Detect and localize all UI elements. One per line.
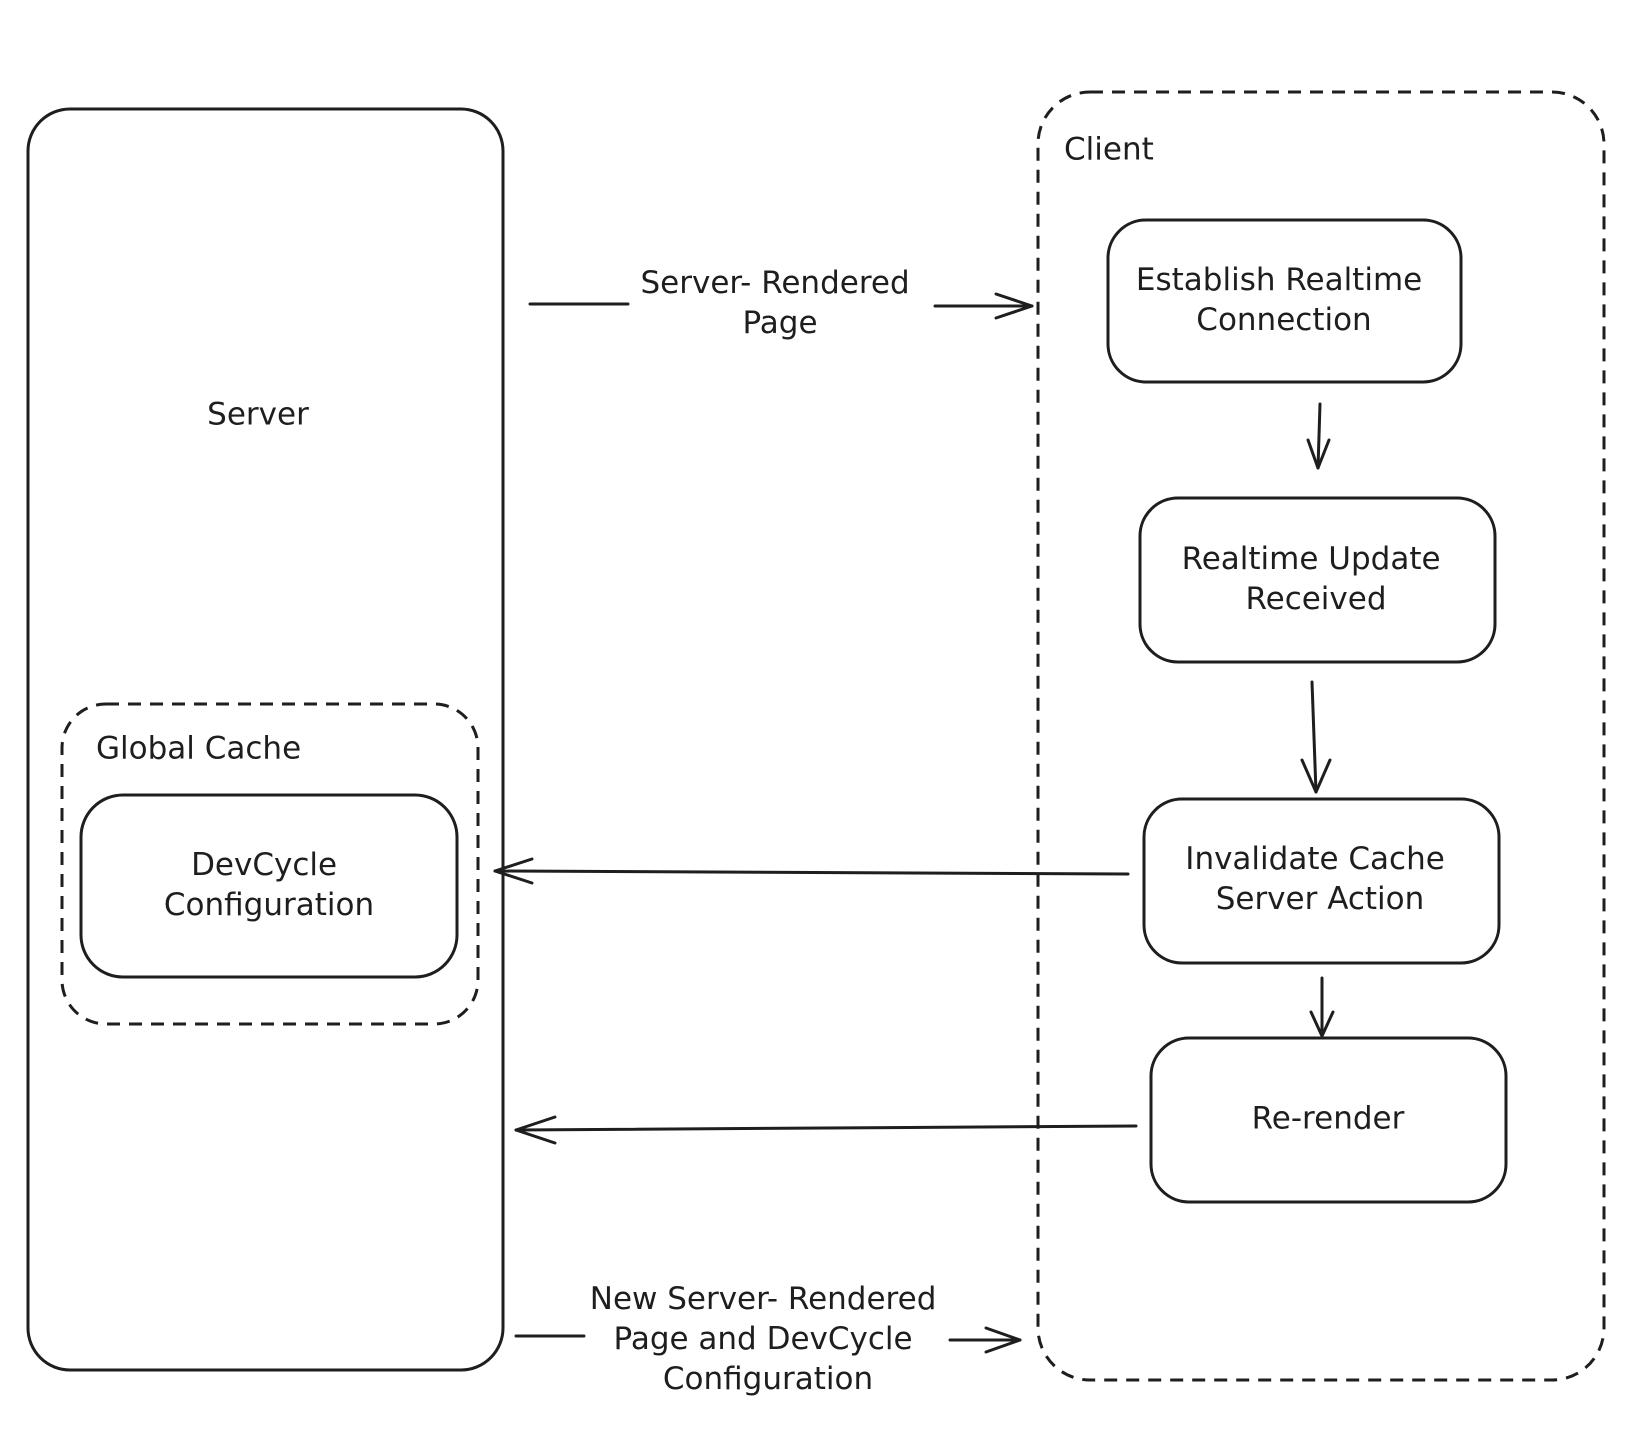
update-received-line-1: Realtime Update bbox=[1182, 541, 1441, 577]
update-received-line-2: Received bbox=[1245, 581, 1386, 617]
invalidate-cache-line-2: Server Action bbox=[1216, 881, 1425, 917]
edge-server-rendered-line-1: Server- Rendered bbox=[640, 265, 909, 301]
edge-establish-to-update-arrowhead bbox=[1306, 438, 1331, 470]
edge-server-rendered-label: Server- Rendered Page bbox=[640, 265, 919, 341]
edge-new-server-rendered-line-3: Configuration bbox=[663, 1361, 873, 1397]
edge-update-to-invalidate bbox=[1300, 680, 1332, 794]
invalidate-cache-box bbox=[1142, 797, 1501, 965]
establish-connection-line-1: Establish Realtime bbox=[1136, 262, 1422, 298]
server-label: Server bbox=[207, 397, 309, 433]
devcycle-config-line-2: Configuration bbox=[164, 887, 374, 923]
edge-rerender-to-server-arrowhead bbox=[514, 1115, 557, 1145]
edge-server-rendered-page: Server- Rendered Page bbox=[528, 265, 1034, 341]
edge-establish-to-update bbox=[1306, 402, 1331, 470]
devcycle-config-label: DevCycle Configuration bbox=[164, 847, 374, 923]
edge-invalidate-to-rerender bbox=[1309, 976, 1335, 1038]
server-group: Server bbox=[26, 107, 505, 1372]
node-rerender: Re-render bbox=[1149, 1036, 1508, 1204]
establish-connection-line-2: Connection bbox=[1196, 302, 1371, 338]
update-received-box bbox=[1138, 496, 1497, 664]
establish-connection-box bbox=[1106, 218, 1463, 384]
devcycle-config-line-1: DevCycle bbox=[191, 847, 337, 883]
global-cache-box bbox=[60, 702, 480, 1026]
invalidate-cache-label: Invalidate Cache Server Action bbox=[1185, 841, 1454, 917]
devcycle-config-box bbox=[79, 793, 459, 979]
client-box bbox=[1036, 90, 1606, 1382]
edge-invalidate-to-cache bbox=[493, 857, 1130, 885]
edge-new-server-rendered-arrowhead bbox=[984, 1326, 1022, 1354]
node-devcycle-config: DevCycle Configuration bbox=[79, 793, 459, 979]
edge-update-to-invalidate-line bbox=[1310, 680, 1318, 794]
edge-server-rendered-line-2: Page bbox=[742, 305, 817, 341]
rerender-box bbox=[1149, 1036, 1508, 1204]
edge-new-server-rendered: New Server- Rendered Page and DevCycle C… bbox=[514, 1281, 1022, 1397]
edge-invalidate-to-rerender-arrowhead bbox=[1309, 1010, 1335, 1038]
client-label: Client bbox=[1064, 132, 1154, 168]
edge-update-to-invalidate-arrowhead bbox=[1300, 758, 1332, 794]
edge-new-server-rendered-line-1: New Server- Rendered bbox=[590, 1281, 937, 1317]
invalidate-cache-line-1: Invalidate Cache bbox=[1185, 841, 1445, 877]
edge-establish-to-update-line bbox=[1316, 402, 1322, 470]
global-cache-label: Global Cache bbox=[96, 731, 301, 767]
client-group: Client Establish Realtime Connection Rea… bbox=[1036, 90, 1606, 1382]
edge-server-rendered-arrowhead bbox=[994, 292, 1034, 320]
edge-rerender-to-server bbox=[514, 1115, 1138, 1145]
edge-rerender-to-server-line bbox=[514, 1124, 1138, 1132]
edge-invalidate-to-cache-arrowhead bbox=[493, 857, 534, 885]
node-update-received: Realtime Update Received bbox=[1138, 496, 1497, 664]
global-cache-group: Global Cache DevCycle Configuration bbox=[60, 702, 480, 1026]
establish-connection-label: Establish Realtime Connection bbox=[1136, 262, 1432, 338]
node-invalidate-cache: Invalidate Cache Server Action bbox=[1142, 797, 1501, 965]
edge-invalidate-to-cache-line bbox=[493, 869, 1130, 876]
node-establish-connection: Establish Realtime Connection bbox=[1106, 218, 1463, 384]
update-received-label: Realtime Update Received bbox=[1182, 541, 1451, 617]
rerender-label: Re-render bbox=[1252, 1101, 1405, 1137]
edge-new-server-rendered-line-2: Page and DevCycle bbox=[614, 1321, 913, 1357]
edge-new-server-rendered-label: New Server- Rendered Page and DevCycle C… bbox=[590, 1281, 946, 1397]
server-box bbox=[26, 107, 505, 1372]
